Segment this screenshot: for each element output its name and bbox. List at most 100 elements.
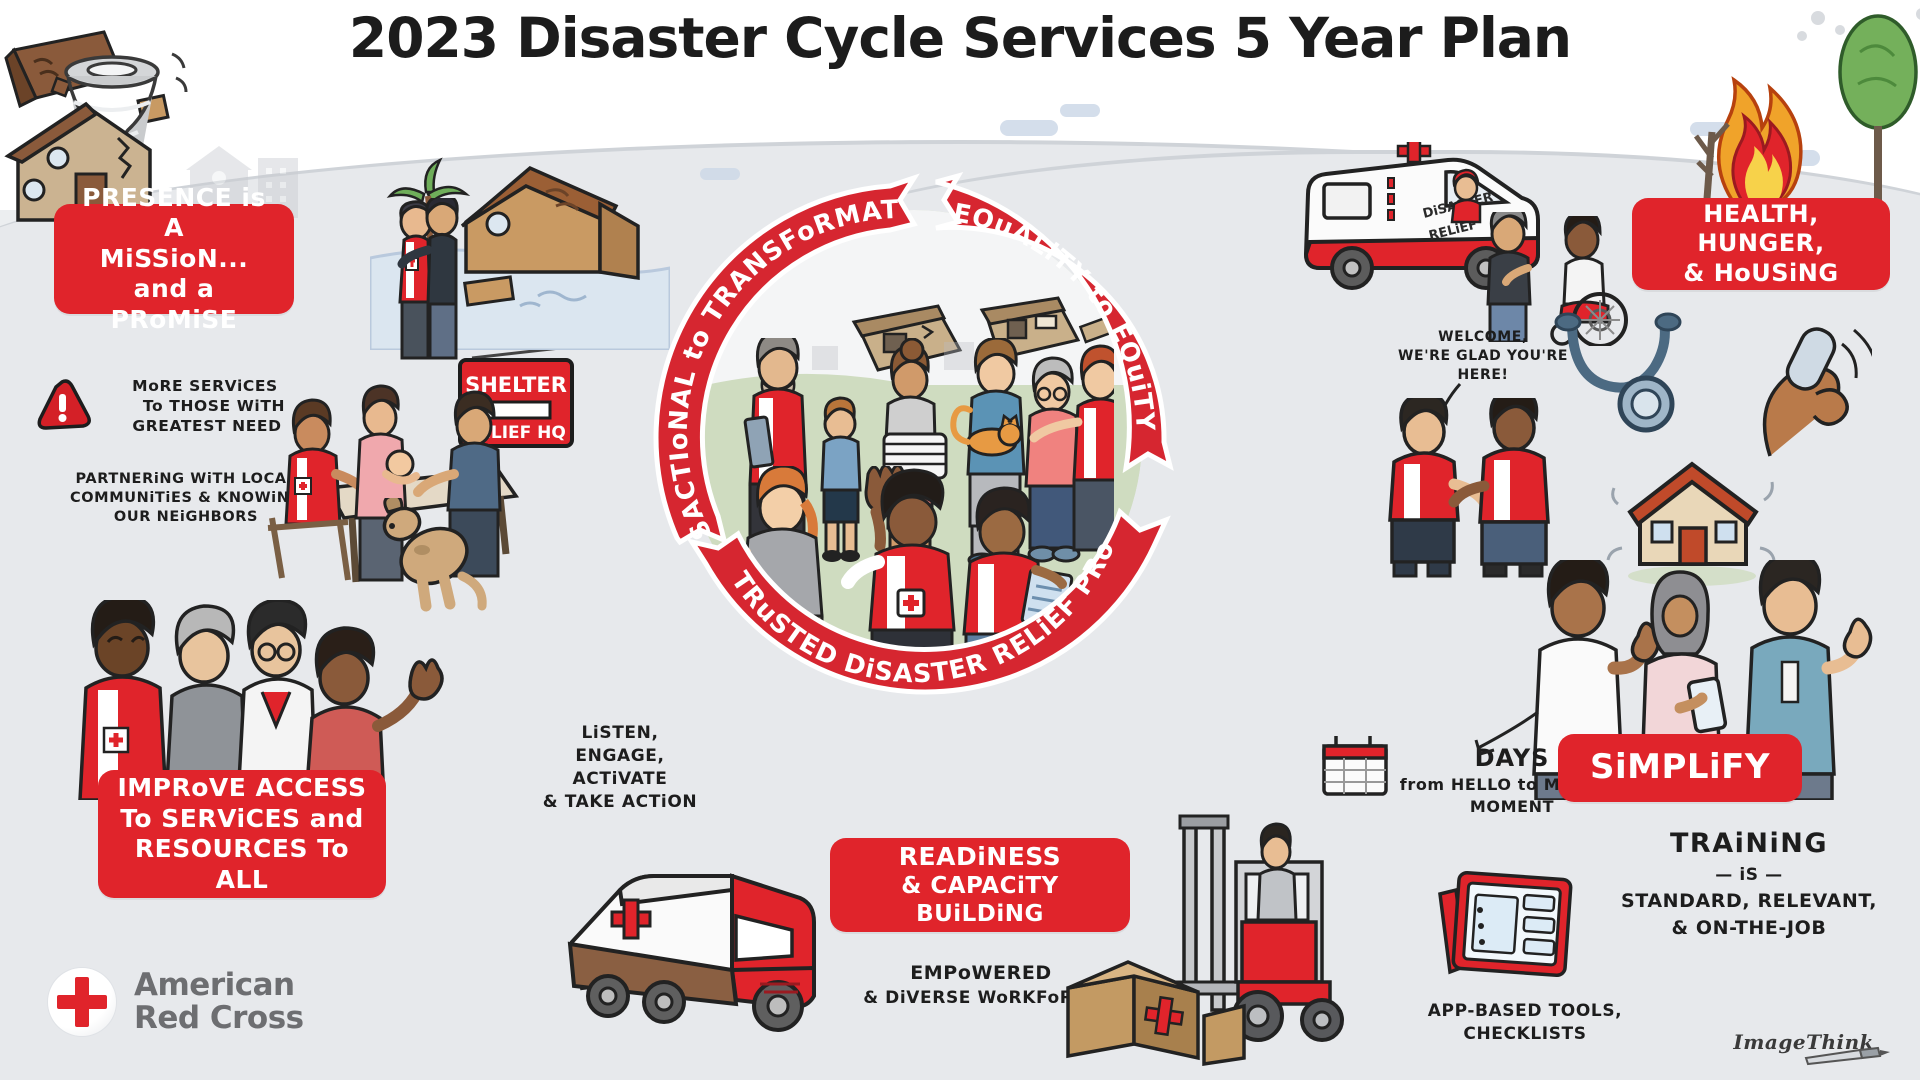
arc-label-equality: EQuALiTY to EQuiTY [951, 198, 1160, 432]
callout-simplify: SiMPLiFY [1558, 734, 1802, 802]
note-more-services-line-3: GREATEST NEED [132, 417, 282, 436]
tablet-checklist-icon [1438, 870, 1573, 978]
note-days-line-3: MOMENT [1469, 796, 1555, 816]
callout-health-hunger-housing: HEALTH, HUNGER, & HoUSiNG [1632, 198, 1890, 290]
callout-improve-access-line-3: RESOURCES To ALL [134, 834, 350, 894]
tornado-scene [4, 30, 298, 222]
note-welcome-line-1: WELCOME, [1438, 329, 1528, 345]
artist-signature: ImageThink [1733, 1030, 1874, 1054]
relief-truck-icon [567, 873, 816, 1032]
note-empowered-line-2: & DiVERSE WoRKFoRCE [863, 987, 1099, 1008]
callout-presence-line-3: and a PRoMiSE [110, 274, 238, 334]
disaster-relief-van-icon: DiSASTER RELiEF [1303, 142, 1540, 290]
callout-simplify-label: SiMPLiFY [1589, 747, 1771, 788]
callout-readiness: READiNESS & CAPACiTY BUiLDiNG [830, 838, 1130, 932]
note-training: TRAiNiNG — iS — STANDARD, RELEVANT, & ON… [1588, 824, 1910, 943]
callout-readiness-line-1: READiNESS [898, 841, 1062, 871]
note-welcome: WELCOME, WE'RE GLAD YOU'RE HERE! [1398, 328, 1568, 385]
note-app-based: APP-BASED TOOLS, CHECKLISTS [1410, 1000, 1640, 1046]
van-roof-cross-icon [1396, 142, 1432, 164]
water-ripple [537, 290, 587, 302]
central-ring: TRANSACTIoNAL to TRANSFoRMATIoNAL EQuALi… [614, 138, 1214, 738]
note-more-services-line-1: MoRE SERViCES [132, 377, 278, 395]
note-partnering-line-3: OUR NEiGHBORS [113, 508, 259, 525]
red-cross-icon [48, 968, 116, 1036]
calendar-icon [1322, 736, 1388, 796]
person-volunteer-clipboard [962, 486, 1074, 666]
shelter-registration-scene [267, 384, 520, 583]
note-training-line-2: — iS — [1715, 865, 1783, 886]
page-title: 2023 Disaster Cycle Services 5 Year Plan [348, 6, 1572, 70]
ring-center-scene [686, 210, 1142, 666]
note-partnering-line-2: COMMUNiTiES & KNOWiNG [70, 489, 302, 506]
note-more-services-line-2: To THOSE WiTH [142, 397, 286, 416]
dog-figure [382, 498, 487, 612]
wheelchair-user-figure [1550, 216, 1628, 346]
note-app-based-line-1: APP-BASED TOOLS, [1427, 1001, 1623, 1021]
person-volunteer-right [1029, 344, 1114, 552]
pen-icon [1804, 1046, 1890, 1066]
cloud-2 [1060, 104, 1100, 117]
note-empowered-line-1: EMPoWERED [910, 962, 1052, 984]
person-volunteer-a [1388, 398, 1490, 578]
note-welcome-line-2: WE'RE GLAD YOU'RE [1398, 347, 1568, 364]
note-listen-line-2: ENGAGE, ACTiVATE [572, 745, 668, 789]
cloud-5 [700, 168, 740, 180]
callout-presence: PRESENCE is A MiSSioN... and a PRoMiSE [54, 183, 294, 334]
box-red-cross-icon [1143, 995, 1185, 1037]
arc-trusted-band [686, 507, 1171, 695]
person-group-3 [236, 600, 318, 800]
note-training-line-3: STANDARD, RELEVANT, [1620, 889, 1878, 912]
supply-boxes-icon [1066, 960, 1246, 1067]
note-listen-line-1: LiSTEN, [581, 723, 659, 743]
callout-readiness-line-2: & CAPACiTY BUiLDiNG [901, 873, 1059, 928]
fire-icon [1716, 76, 1803, 208]
warning-triangle-icon [37, 379, 91, 430]
logo-line-1: American [134, 966, 295, 1003]
days-arrow-icon [1474, 710, 1539, 756]
american-red-cross-logo: American Red Cross [48, 968, 304, 1036]
person-child [820, 396, 862, 562]
note-more-services: MoRE SERViCES To THOSE WiTH GREATEST NEE… [100, 376, 310, 436]
callout-presence-line-1: PRESENCE is A [82, 182, 266, 243]
truck-red-cross-icon [610, 898, 652, 940]
callout-improve-access-line-2: To SERViCES and [120, 803, 364, 833]
ring-city-silhouette [812, 342, 974, 370]
callout-hhh-line-2: & HoUSiNG [1683, 258, 1839, 287]
note-app-based-line-2: CHECKLISTS [1463, 1023, 1587, 1044]
volunteers-handshake-figure [1388, 398, 1550, 578]
forklift-driver-figure [1256, 822, 1298, 922]
cloud-1 [1000, 120, 1058, 136]
green-tree-icon [1838, 14, 1918, 206]
note-welcome-line-3: HERE! [1457, 366, 1509, 383]
ring-arcs: TRANSACTIoNAL to TRANSFoRMATIoNAL EQuALi… [614, 138, 1174, 695]
note-days-line-1: DAYS [1474, 744, 1550, 772]
person-at-van-figure [1486, 212, 1532, 342]
logo-line-2: Red Cross [134, 1000, 304, 1036]
wildfire-scene [1693, 8, 1920, 213]
note-partnering: PARTNERiNG WiTH LOCAL COMMUNiTiES & KNOW… [56, 470, 316, 527]
forklift-icon [1170, 814, 1344, 1042]
van-driver-figure [1450, 168, 1482, 224]
note-empowered: EMPoWERED & DiVERSE WoRKFoRCE [846, 960, 1116, 1010]
callout-presence-line-2: MiSSioN... [99, 243, 249, 273]
person-volunteer-b [1448, 398, 1550, 578]
callout-improve-access-line-1: IMPRoVE ACCESS [117, 773, 367, 802]
callout-hhh-line-1: HEALTH, HUNGER, [1697, 200, 1825, 258]
callout-improve-access: IMPRoVE ACCESS To SERViCES and RESOURCES… [98, 770, 386, 898]
arc-equality-band [935, 171, 1174, 474]
flooded-house-icon [460, 165, 640, 281]
note-partnering-line-1: PARTNERiNG WiTH LOCAL [75, 471, 297, 487]
arc-transactional-band [653, 173, 920, 546]
stethoscope-icon [1554, 312, 1682, 433]
cat-icon [950, 405, 1023, 457]
logo-text: American Red Cross [134, 966, 304, 1036]
hugging-couple-figure [397, 198, 459, 360]
note-training-line-1: TRAiNiNG [1670, 828, 1828, 859]
hand-phone-icon [1762, 327, 1872, 457]
debris-chip-1 [50, 76, 72, 98]
note-listen-line-3: & TAKE ACTiON [542, 791, 698, 812]
note-training-line-4: & ON-THE-JOB [1671, 917, 1827, 940]
debris-plank [462, 275, 516, 307]
